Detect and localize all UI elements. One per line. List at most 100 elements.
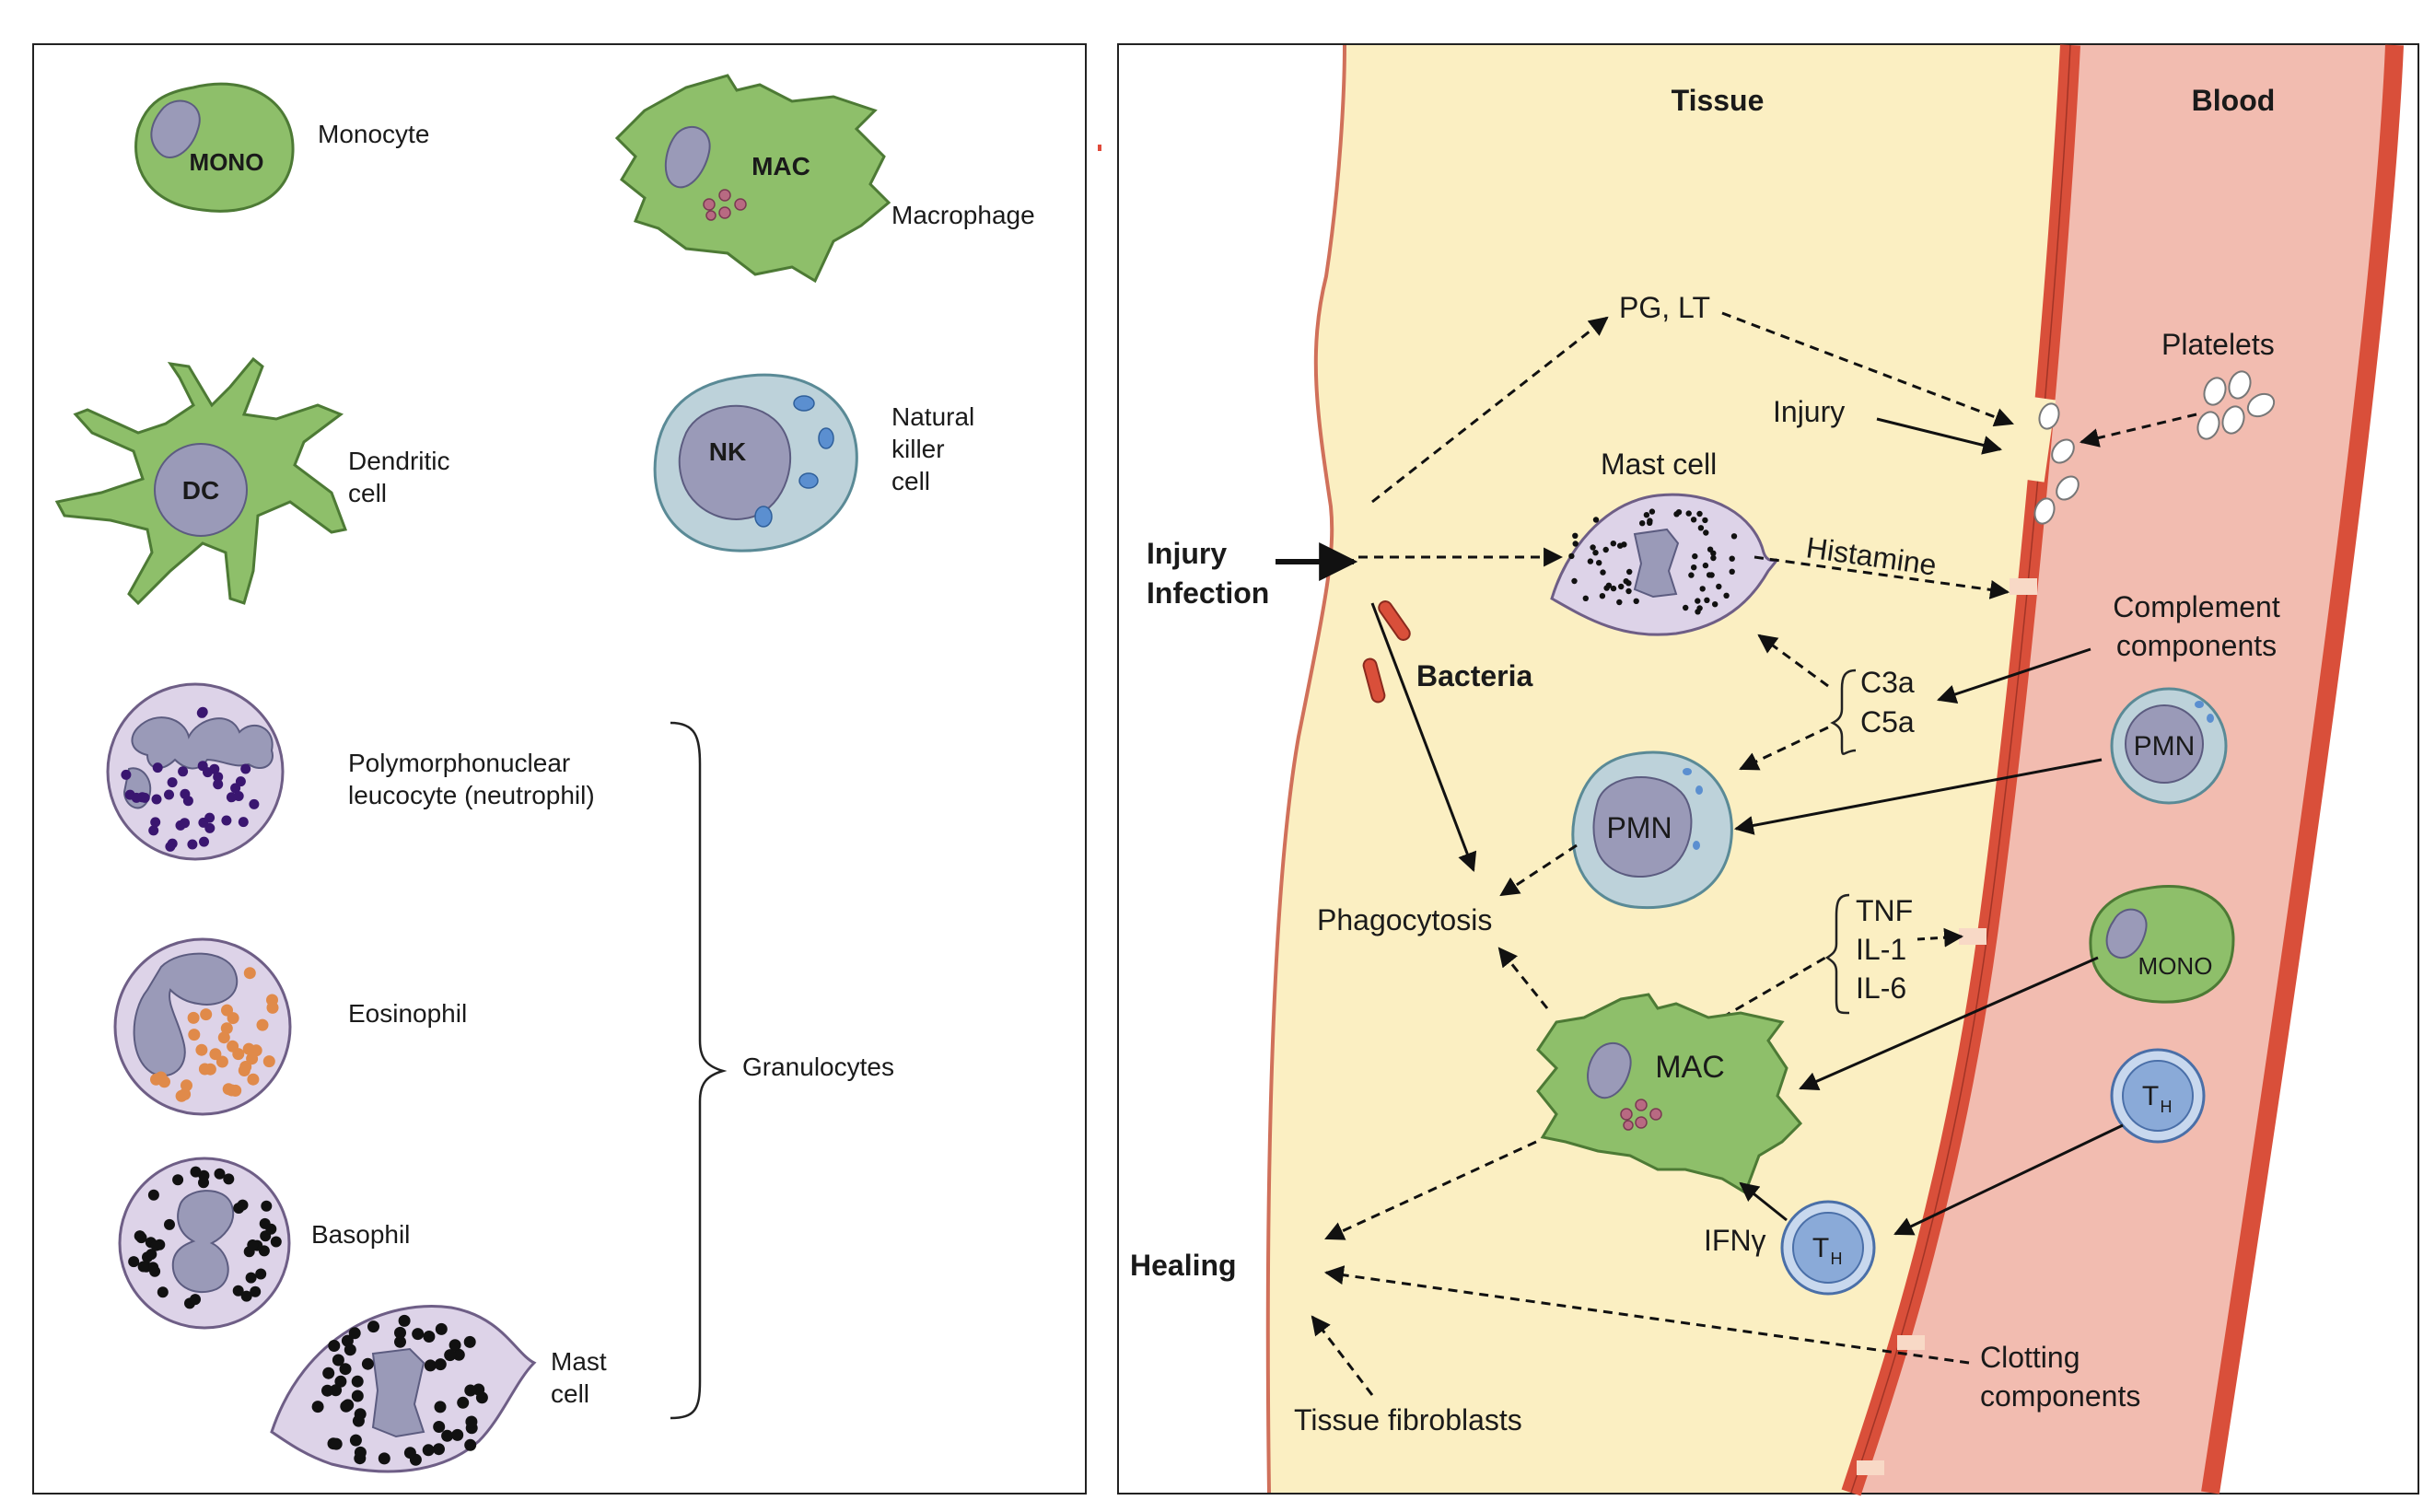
granule-dot	[1610, 541, 1617, 547]
mast-left-label-2: cell	[551, 1379, 589, 1408]
granule-dot	[1712, 601, 1718, 608]
granule-dot	[1695, 609, 1701, 615]
granule-dot	[164, 1218, 175, 1230]
cytokine-brace	[1824, 893, 1850, 1015]
granule-dot	[463, 1335, 476, 1348]
granule-dot	[457, 1396, 470, 1409]
granule-dot	[1697, 525, 1705, 531]
basophil-label: Basophil	[311, 1220, 410, 1249]
arrow-th-migrate	[1893, 1123, 2124, 1236]
arrow-mac-phagocytosis	[1497, 947, 1549, 1009]
granule-dot	[1683, 604, 1689, 611]
granule-dot	[1599, 593, 1606, 599]
granule-dot	[349, 1434, 362, 1447]
nk-cell: NK	[653, 373, 858, 552]
granule-dot	[433, 1421, 446, 1433]
bacteria-label: Bacteria	[1416, 659, 1533, 692]
granule-dot	[199, 836, 209, 847]
mast-cell-right	[1550, 493, 1778, 636]
granule-dot	[1723, 592, 1730, 599]
granule-dot	[351, 1390, 364, 1402]
granule-dot	[1596, 560, 1602, 566]
granule-dot	[1688, 572, 1695, 578]
granule-dot	[342, 1399, 355, 1412]
granule-dot	[423, 1331, 436, 1343]
granule-dot	[1692, 552, 1698, 560]
th-blood-sub: H	[2161, 1098, 2173, 1116]
granule-dot	[209, 763, 220, 774]
arrow-mac-healing	[1324, 1140, 1537, 1240]
granule-dot	[121, 769, 132, 780]
granule-dot	[270, 1236, 282, 1248]
injury-infection-label-2: Infection	[1147, 576, 1269, 610]
granule-dot	[1625, 587, 1632, 595]
clotting-label-1: Clotting	[1980, 1341, 2080, 1374]
granule-dot	[139, 792, 150, 803]
granule-dot	[155, 1071, 168, 1084]
granule-dot	[434, 1401, 447, 1413]
macrophage-label: Macrophage	[891, 201, 1035, 229]
granule-dot	[178, 766, 189, 777]
granule-dot	[1587, 558, 1594, 564]
th-blood-cell: T H	[2110, 1048, 2206, 1144]
granule-dot	[135, 1232, 147, 1244]
granule-dot	[190, 1294, 201, 1306]
neutrophil-label-2: leucocyte (neutrophil)	[348, 781, 595, 809]
granule-dot	[1610, 585, 1617, 592]
granule-dot	[1633, 598, 1639, 604]
platelets-label: Platelets	[2161, 328, 2275, 361]
granule-dot	[334, 1375, 347, 1388]
granule-dot	[180, 818, 190, 829]
granule-dot	[221, 815, 232, 826]
granule-dot	[403, 1447, 416, 1460]
platelets-at-injury	[2033, 402, 2080, 525]
granule-dot	[1707, 546, 1714, 552]
platelets-cluster	[2196, 370, 2276, 440]
arrow-to-pglt	[1371, 316, 1609, 504]
granule-dot	[148, 825, 159, 836]
granule-dot	[1592, 517, 1600, 523]
granule-dot	[1592, 550, 1599, 556]
granule-dot	[378, 1452, 390, 1465]
granule-dot	[137, 1261, 149, 1273]
granule-dot	[451, 1428, 464, 1441]
granule-dot	[247, 1239, 259, 1250]
granule-dot	[262, 1055, 275, 1068]
monocyte-label: Monocyte	[318, 120, 429, 148]
arrow-pmn-migrate	[1733, 758, 2103, 835]
granule-dot	[150, 1239, 162, 1251]
granule-dot	[239, 1061, 252, 1073]
dendritic-cell: DC	[54, 356, 348, 606]
granule-dot	[1730, 533, 1738, 540]
granule-dot	[1695, 598, 1701, 604]
right-panel	[1117, 43, 2419, 1496]
granule-dot	[330, 1437, 343, 1450]
granule-dot	[226, 792, 237, 803]
granule-dot	[146, 1249, 157, 1261]
granule-dot	[187, 1011, 200, 1024]
granule-dot	[157, 1286, 169, 1298]
granulocytes-brace	[670, 721, 728, 1420]
th-tissue-main: T	[1812, 1233, 1829, 1263]
granule-dot	[200, 1008, 213, 1021]
granule-dot	[398, 1314, 411, 1327]
granule-dot	[261, 1200, 273, 1212]
granule-dot	[352, 1414, 365, 1427]
granule-dot	[227, 1040, 239, 1053]
stray-mark	[1098, 145, 1101, 151]
granule-dot	[344, 1343, 356, 1356]
arrow-mac-cytokines	[1721, 956, 1826, 1019]
granule-dot	[265, 1223, 277, 1235]
granule-dot	[1647, 519, 1653, 526]
granule-dot	[475, 1391, 488, 1404]
granule-dot	[237, 1199, 249, 1211]
granule-dot	[1702, 517, 1708, 524]
granule-dot	[1696, 510, 1703, 518]
eosinophil-cell	[113, 937, 292, 1116]
granule-dot	[1616, 599, 1623, 606]
granule-dot	[255, 1268, 267, 1280]
granule-dot	[332, 1354, 344, 1367]
dendritic-label-2: cell	[348, 479, 387, 507]
granule-dot	[1618, 583, 1625, 590]
granule-dot	[1600, 569, 1606, 576]
